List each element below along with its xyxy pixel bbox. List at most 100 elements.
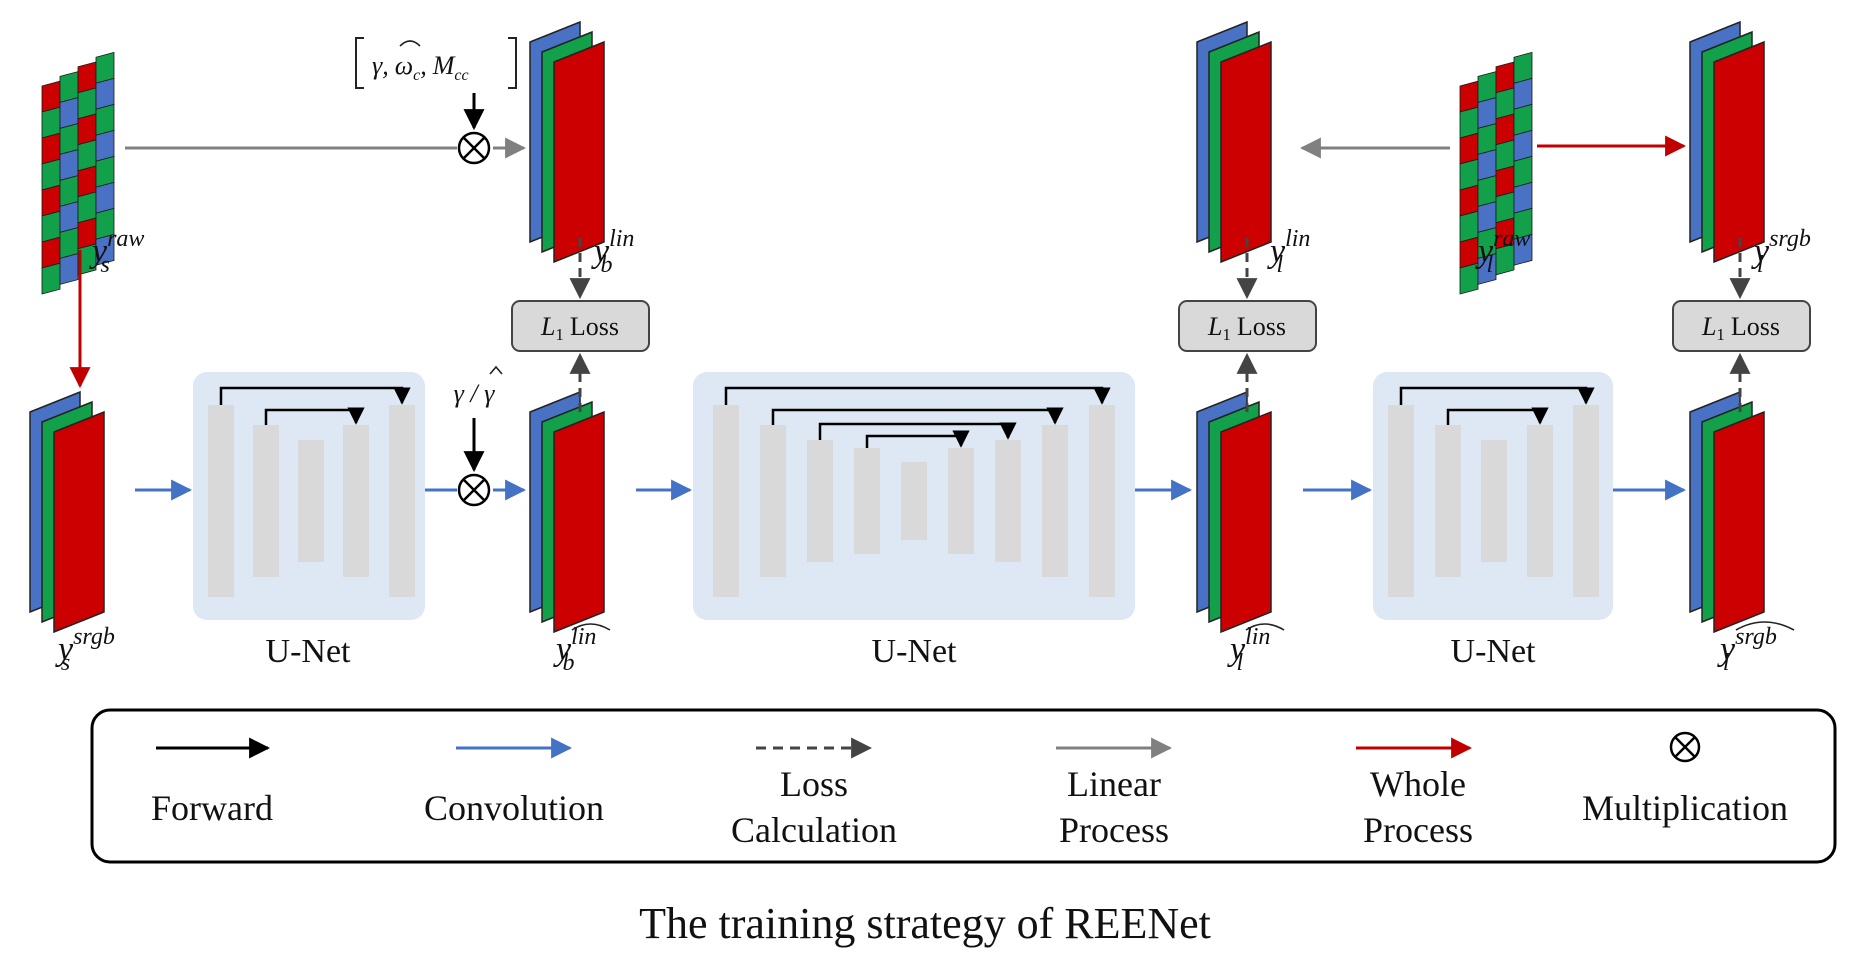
bayer-cell bbox=[95, 181, 115, 214]
unet-1 bbox=[193, 372, 425, 620]
legend-whole-label-1: Whole bbox=[1370, 764, 1466, 804]
figure-caption: The training strategy of REENet bbox=[639, 899, 1211, 948]
bayer-cell bbox=[95, 77, 115, 110]
bayer-cell bbox=[1459, 132, 1479, 165]
bayer-cell bbox=[1495, 191, 1515, 224]
bayer-cell bbox=[1459, 184, 1479, 217]
image-yl-srgb-hat bbox=[1689, 390, 1765, 634]
bayer-cell bbox=[41, 158, 61, 191]
svg-text:γ,ωc,Mcc: γ,ωc,Mcc bbox=[372, 51, 469, 84]
bayer-cell bbox=[1459, 210, 1479, 243]
bayer-cell bbox=[95, 51, 115, 84]
bayer-cell bbox=[1459, 262, 1479, 295]
unet-2 bbox=[693, 372, 1135, 620]
bayer-cell bbox=[1495, 243, 1515, 276]
legend-multiplication-icon bbox=[1669, 731, 1701, 763]
legend-linear-label-1: Linear bbox=[1067, 764, 1161, 804]
bayer-cell bbox=[77, 87, 97, 120]
image-yb-lin bbox=[529, 20, 605, 264]
image-yl-srgb bbox=[1689, 20, 1765, 264]
bayer-cell bbox=[59, 175, 79, 207]
legend-loss-label-1: Loss bbox=[780, 764, 848, 804]
bayer-cell bbox=[77, 165, 97, 198]
bayer-cell bbox=[95, 103, 115, 136]
bayer-cell bbox=[59, 253, 79, 285]
bayer-cell bbox=[1513, 77, 1533, 110]
bayer-cell bbox=[41, 262, 61, 295]
bayer-cell bbox=[1513, 181, 1533, 214]
bayer-cell bbox=[1513, 233, 1533, 266]
multiply-node-1 bbox=[457, 131, 491, 165]
bayer-cell bbox=[1495, 139, 1515, 172]
image-ys-raw bbox=[41, 51, 115, 295]
bayer-cell bbox=[59, 227, 79, 259]
image-ys-srgb bbox=[29, 390, 105, 634]
multiply-node-2 bbox=[457, 473, 491, 507]
image-yl-lin bbox=[1196, 20, 1272, 264]
bayer-cell bbox=[95, 129, 115, 162]
unet-label-1: U-Net bbox=[266, 633, 352, 670]
bayer-cell bbox=[95, 155, 115, 188]
bayer-cell bbox=[1477, 175, 1497, 207]
bayer-cell bbox=[41, 80, 61, 113]
bayer-cell bbox=[77, 191, 97, 224]
bayer-cell bbox=[1477, 71, 1497, 103]
legend-whole-label-2: Process bbox=[1363, 810, 1473, 850]
bayer-cell bbox=[95, 233, 115, 266]
bayer-cell bbox=[41, 184, 61, 217]
image-yb-lin-hat bbox=[529, 390, 605, 634]
legend-linear-label-2: Process bbox=[1059, 810, 1169, 850]
legend-forward-label: Forward bbox=[151, 788, 273, 828]
image-yl-raw bbox=[1459, 51, 1533, 295]
bayer-cell bbox=[41, 132, 61, 165]
bayer-cell bbox=[77, 61, 97, 94]
bayer-cell bbox=[1477, 123, 1497, 155]
bayer-cell bbox=[1477, 149, 1497, 181]
bayer-cell bbox=[77, 113, 97, 146]
bayer-cell bbox=[1477, 97, 1497, 129]
bayer-cell bbox=[1459, 236, 1479, 269]
gamma-ratio: γ / γ bbox=[454, 365, 503, 408]
bayer-cell bbox=[1459, 106, 1479, 139]
bayer-cell bbox=[77, 243, 97, 276]
unet-3 bbox=[1373, 372, 1613, 620]
bayer-cell bbox=[41, 210, 61, 243]
svg-text:γ / γ: γ / γ bbox=[454, 379, 495, 408]
bayer-cell bbox=[1459, 80, 1479, 113]
bayer-cell bbox=[1495, 165, 1515, 198]
bayer-cell bbox=[41, 106, 61, 139]
bayer-cell bbox=[77, 139, 97, 172]
bayer-cell bbox=[59, 71, 79, 103]
bayer-cell bbox=[59, 149, 79, 181]
bayer-cell bbox=[1513, 129, 1533, 162]
bayer-cell bbox=[1495, 113, 1515, 146]
legend: Forward Convolution Loss Calculation Lin… bbox=[90, 708, 1837, 864]
gamma-hat bbox=[489, 365, 503, 375]
bayer-cell bbox=[41, 236, 61, 269]
bayer-cell bbox=[59, 201, 79, 233]
omega-hat bbox=[399, 40, 421, 47]
bayer-cell bbox=[1477, 253, 1497, 285]
bayer-cell bbox=[1513, 51, 1533, 84]
param-bracket: γ,ωc,Mcc bbox=[355, 37, 517, 89]
bayer-cell bbox=[1513, 155, 1533, 188]
bayer-cell bbox=[1495, 87, 1515, 120]
